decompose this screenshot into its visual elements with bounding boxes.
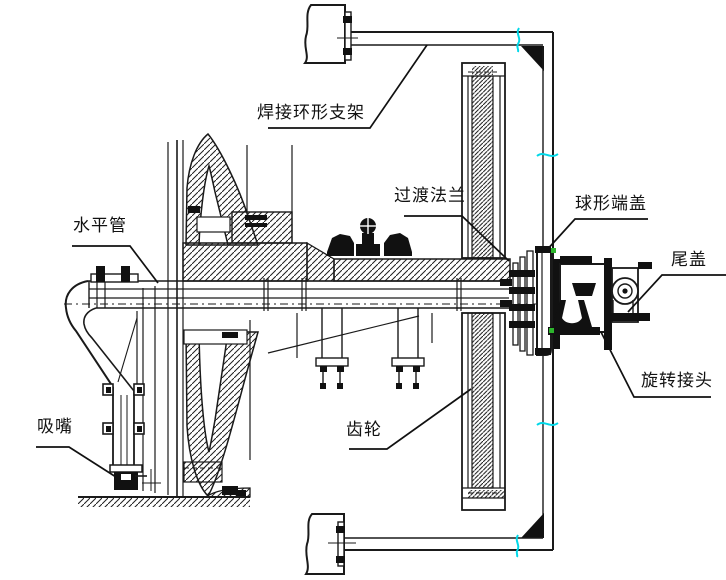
label-horizontal-pipe: 水平管 (73, 216, 127, 236)
horizontal-pipe-shaft (64, 266, 556, 389)
label-transition-flange: 过渡法兰 (394, 186, 466, 206)
label-spherical-end-cap: 球形端盖 (575, 194, 647, 214)
rotary-joint-assembly (509, 246, 652, 356)
label-gear: 齿轮 (346, 420, 382, 440)
label-suction-nozzle: 吸嘴 (37, 417, 73, 437)
drum-assembly (78, 132, 511, 507)
weld-marks (549, 248, 556, 333)
leader-lines (36, 44, 726, 478)
break-marks (515, 27, 559, 558)
label-rotary-joint: 旋转接头 (641, 371, 713, 391)
label-tail-cover: 尾盖 (671, 250, 707, 270)
gear-disc (461, 62, 506, 511)
suction-assembly (64, 280, 161, 491)
label-welding-ring-bracket: 焊接环形支架 (257, 103, 365, 123)
